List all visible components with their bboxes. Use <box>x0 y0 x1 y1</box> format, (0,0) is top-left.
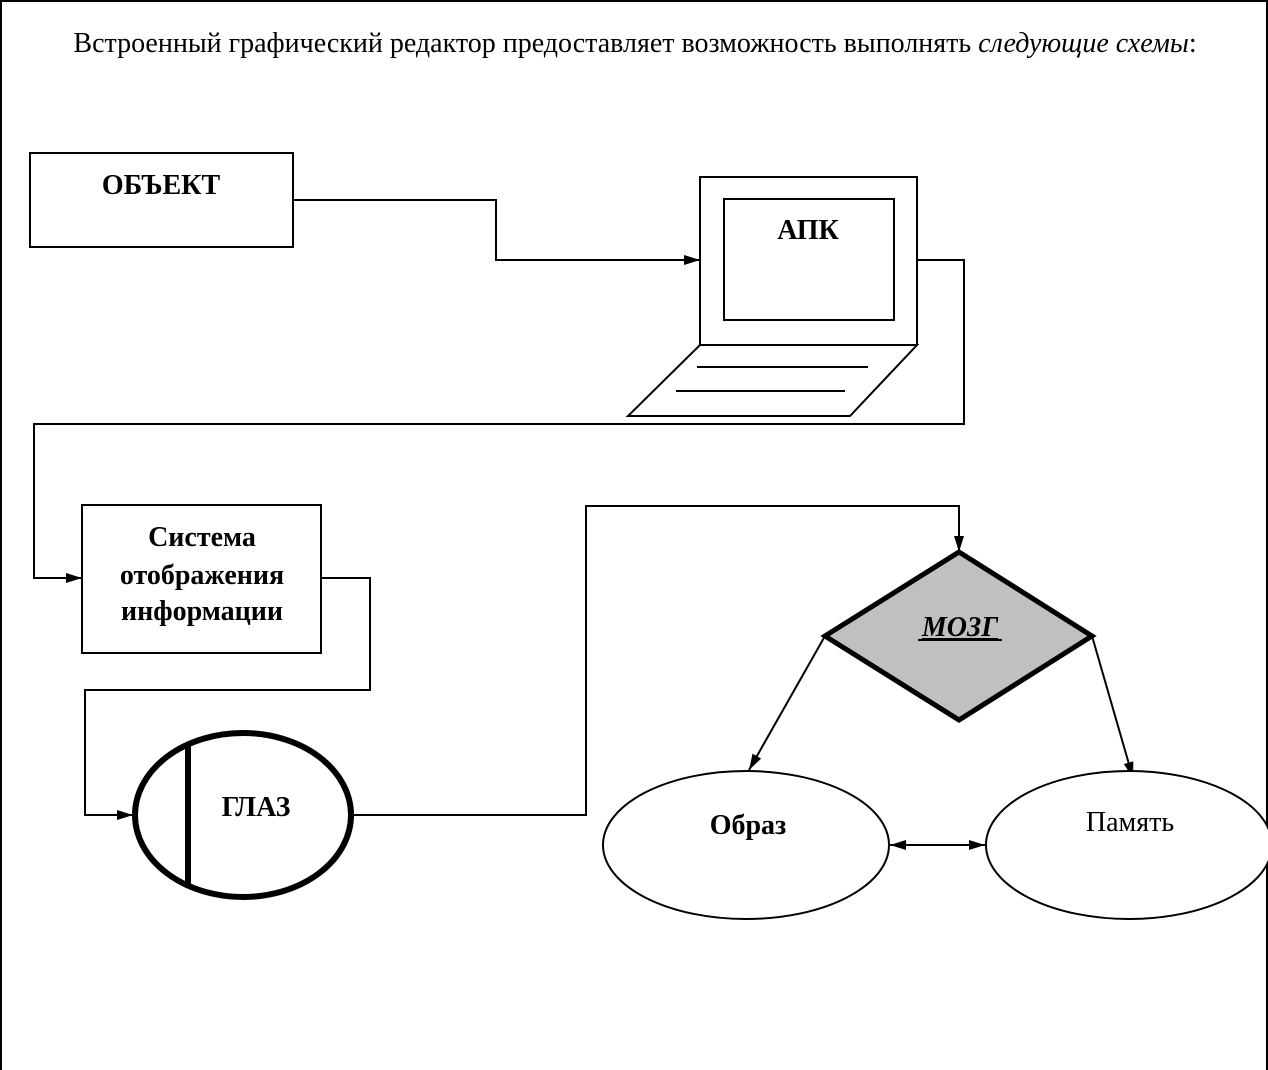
display-label-line1: Система <box>148 522 256 553</box>
image-node: Образ <box>602 770 890 920</box>
intro-text: Встроенный графический редактор предоста… <box>40 26 1230 62</box>
connector-brain-memory <box>1091 635 1134 779</box>
laptop-icon: АПК <box>625 176 920 417</box>
display-system-node: Система отображения информации <box>81 504 322 654</box>
connector-object-apk <box>293 199 700 265</box>
eye-node: ГЛАЗ <box>132 730 354 900</box>
object-node: ОБЪЕКТ <box>29 152 294 248</box>
display-label-line2: отображения <box>120 560 284 591</box>
connector-apk-display <box>33 259 965 583</box>
eye-label: ГЛАЗ <box>222 792 291 823</box>
connector-brain-image <box>748 635 826 771</box>
connector-display-eye <box>84 577 371 820</box>
intro-main: Встроенный графический редактор предоста… <box>73 28 979 59</box>
laptop-keyboard <box>625 344 920 417</box>
image-label: Образ <box>710 810 787 841</box>
memory-label: Память <box>1086 807 1174 838</box>
connector-eye-brain <box>351 505 964 816</box>
memory-node: Память <box>985 770 1268 920</box>
apk-label: АПК <box>777 215 839 246</box>
intro-suffix: : <box>1188 28 1197 59</box>
object-label: ОБЪЕКТ <box>102 170 221 201</box>
display-label-line3: информации <box>121 596 283 627</box>
laptop-screen <box>723 198 895 321</box>
intro-emphasis: следующие схемы <box>978 28 1189 59</box>
brain-label: МОЗГ <box>921 612 999 643</box>
brain-node: МОЗГ <box>820 549 1097 723</box>
